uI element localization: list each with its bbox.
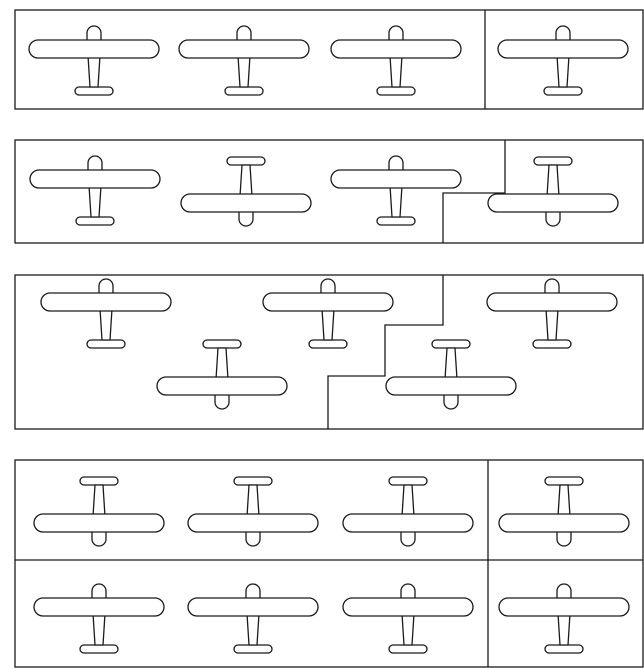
airplane-icon — [34, 477, 164, 546]
panel-row-1 — [15, 10, 643, 109]
airplane-icon — [29, 26, 159, 95]
airplane-icon — [41, 279, 171, 348]
airplane-icon — [263, 279, 393, 348]
airplane-icon — [487, 279, 617, 348]
airplane-icon — [331, 26, 461, 95]
airplane-icon — [343, 477, 473, 546]
airplane-icon — [30, 156, 160, 225]
airplane-icon — [188, 477, 318, 546]
airplane-icon — [331, 156, 461, 225]
airplane-icon — [499, 477, 629, 546]
airplane-icon — [386, 340, 516, 409]
airplane-icon — [488, 157, 618, 226]
airplane-icon — [181, 157, 311, 226]
airplane-icon — [34, 584, 164, 653]
panel-row-3 — [15, 275, 643, 429]
airplane-icon — [157, 340, 287, 409]
airplane-icon — [498, 26, 628, 95]
airplane-icon — [343, 584, 473, 653]
airplane-icon — [188, 584, 318, 653]
panel-row-2 — [15, 140, 643, 243]
airplane-icon — [179, 26, 309, 95]
airplane-icon — [499, 584, 629, 653]
panel-border — [15, 460, 643, 667]
divider-line — [443, 140, 505, 243]
panel-row-4 — [15, 460, 643, 667]
